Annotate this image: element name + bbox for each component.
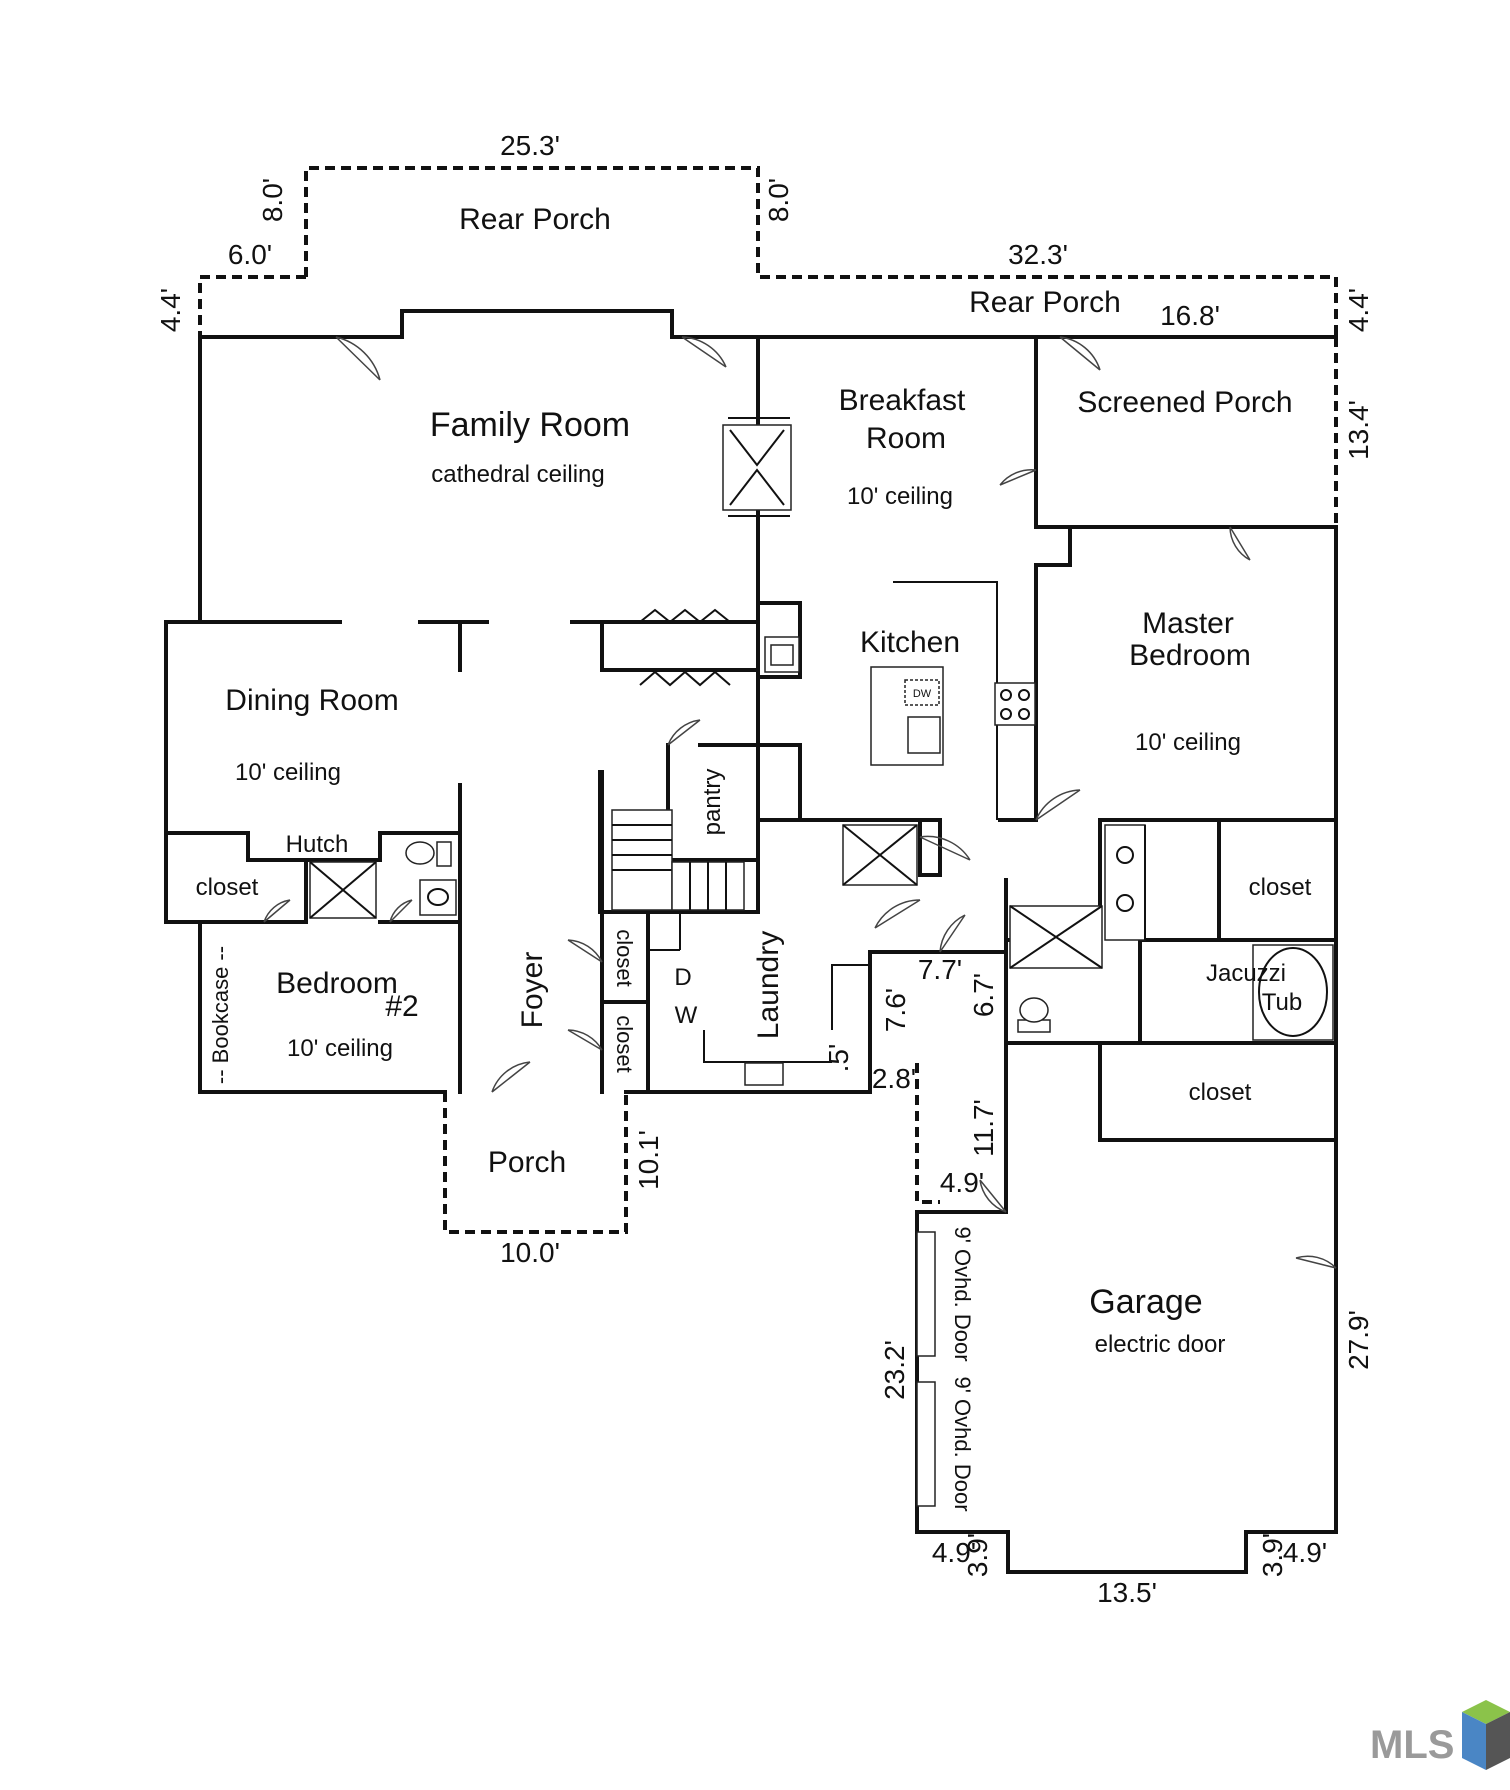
kitchen-sink-icon: [764, 636, 800, 673]
dim-25-3: 25.3': [500, 130, 560, 161]
jacuzzi-label-1: Jacuzzi: [1206, 960, 1286, 987]
dim-8-0-right: 8.0': [763, 178, 794, 222]
dimension-labels: 25.3' 8.0' 8.0' 6.0' 32.3' 4.4' 4.4' 16.…: [155, 130, 1374, 1608]
bifold-doors: [600, 608, 760, 687]
dim-10-1: 10.1': [633, 1130, 664, 1190]
garage-label: Garage: [1089, 1283, 1202, 1321]
mls-logo: MLS: [1370, 1700, 1510, 1770]
jacuzzi-label-2: Tub: [1262, 989, 1302, 1016]
dim-8-0-left: 8.0': [257, 178, 288, 222]
door-swings: [263, 336, 1337, 1269]
dishwasher-label: DW: [913, 688, 932, 700]
room-labels: Rear Porch Rear Porch Family Room cathed…: [196, 203, 1312, 1512]
dim-16-8: 16.8': [1160, 300, 1220, 331]
dim-23-2: 23.2': [879, 1340, 910, 1400]
dim-32-3: 32.3': [1008, 239, 1068, 270]
porch-label: Porch: [488, 1146, 566, 1179]
bedroom2-bath-icons: [309, 841, 457, 919]
dim-3-9-bottom-left: 3.9': [962, 1533, 993, 1577]
stairs-icon: [611, 809, 745, 911]
mls-cube-icon: [1462, 1700, 1510, 1770]
laundry-sink-icon: [744, 1062, 784, 1086]
ovhd-door-2-label: 9' Ovhd. Door: [950, 1376, 975, 1511]
family-room-note: cathedral ceiling: [431, 461, 604, 488]
shower-icon: [1009, 905, 1103, 969]
dim-6-0: 6.0': [228, 239, 272, 270]
dim-6-7: 6.7': [968, 973, 999, 1017]
closet-foyer-1-label: closet: [612, 929, 637, 986]
dim-4-4-right: 4.4': [1343, 288, 1374, 332]
master-label-2: Bedroom: [1129, 639, 1251, 672]
dim-13-4: 13.4': [1343, 400, 1374, 460]
bookcase-label: -- Bookcase --: [208, 946, 233, 1084]
breakfast-room-note: 10' ceiling: [847, 483, 953, 510]
dim-4-9-bottom-right: 4.9': [1283, 1537, 1327, 1568]
screened-porch-label: Screened Porch: [1077, 386, 1292, 419]
garage-overhead-doors: [916, 1231, 936, 1507]
jacuzzi-tub-icon: [1252, 944, 1334, 1041]
family-room-label: Family Room: [430, 406, 630, 444]
dim-5: .5': [823, 1044, 854, 1073]
dim-7-7: 7.7': [918, 954, 962, 985]
breakfast-room-label-2: Room: [866, 422, 946, 455]
master-note: 10' ceiling: [1135, 729, 1241, 756]
dim-2-8: 2.8': [872, 1063, 916, 1094]
closet-master-label: closet: [1249, 874, 1312, 901]
closet-bottom-label: closet: [1189, 1079, 1252, 1106]
toilet-icon: [1017, 997, 1051, 1033]
mls-logo-text: MLS: [1370, 1723, 1454, 1767]
closet-foyer-2-label: closet: [612, 1015, 637, 1072]
hvac-chase-icon: [842, 824, 918, 886]
range-icon: [994, 682, 1036, 726]
front-porch-outline: [443, 1092, 628, 1234]
master-label-1: Master: [1142, 607, 1234, 640]
breakfast-room-label-1: Breakfast: [839, 384, 966, 417]
dim-10-0: 10.0': [500, 1237, 560, 1268]
rear-porch-upper-label: Rear Porch: [459, 203, 611, 236]
bedroom2-label-2: #2: [385, 990, 418, 1023]
garage-note: electric door: [1095, 1331, 1226, 1358]
closet-left-label: closet: [196, 874, 259, 901]
foyer-label: Foyer: [516, 952, 549, 1029]
dining-room-note: 10' ceiling: [235, 759, 341, 786]
dim-3-9-bottom-right: 3.9': [1257, 1533, 1288, 1577]
dim-27-9: 27.9': [1343, 1310, 1374, 1370]
dim-11-7: 11.7': [968, 1099, 999, 1157]
side-porch-outline: [915, 1063, 940, 1204]
kitchen-label: Kitchen: [860, 626, 960, 659]
dim-4-9: 4.9': [940, 1167, 984, 1198]
kitchen-island: DW: [870, 666, 944, 766]
dw-d-label: D: [674, 964, 691, 991]
hutch-label: Hutch: [286, 831, 349, 858]
dim-4-9-bottom-left: 4.9': [932, 1537, 976, 1568]
pantry-label: pantry: [699, 769, 726, 836]
dim-13-5: 13.5': [1097, 1577, 1157, 1608]
dim-4-4-left: 4.4': [155, 288, 186, 332]
laundry-label: Laundry: [752, 931, 785, 1039]
rear-porch-lower-label: Rear Porch: [969, 286, 1121, 319]
ovhd-door-1-label: 9' Ovhd. Door: [950, 1226, 975, 1361]
bedroom2-label-1: Bedroom: [276, 967, 398, 1000]
master-vanity-icon: [1104, 824, 1220, 941]
fireplace-icon: [722, 350, 792, 535]
rear-porch-outline: [198, 166, 1338, 527]
dw-w-label: W: [675, 1002, 698, 1029]
exterior-walls: [164, 309, 1338, 1574]
dining-room-label: Dining Room: [225, 684, 398, 717]
dim-7-6: 7.6': [880, 988, 911, 1032]
bedroom2-note: 10' ceiling: [287, 1035, 393, 1062]
